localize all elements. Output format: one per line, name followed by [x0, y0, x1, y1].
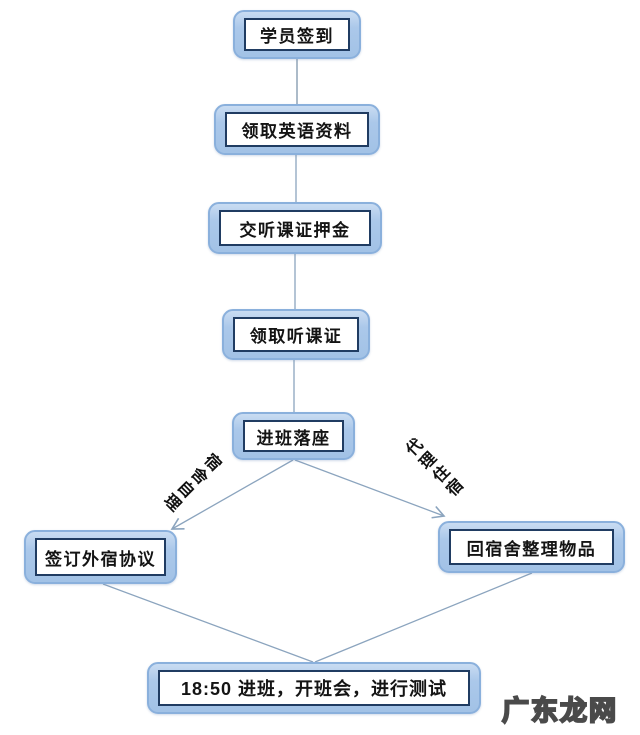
flow-node-enter-class-take-seat-label: 进班落座	[243, 420, 344, 452]
flow-node-sign-in: 学员签到	[233, 10, 361, 59]
flow-node-get-lecture-card: 领取听课证	[222, 309, 370, 360]
flow-node-sign-offsite-agreement: 签订外宿协议	[24, 530, 177, 584]
watermark-text: 广东龙网	[501, 695, 618, 727]
flow-node-sign-offsite-agreement-label: 签订外宿协议	[35, 538, 166, 576]
flow-node-tidy-dorm-items-label: 回宿舍整理物品	[449, 529, 614, 565]
flow-node-enter-class-take-seat: 进班落座	[232, 412, 355, 460]
flow-node-pay-lecture-card-deposit-label: 交听课证押金	[219, 210, 371, 246]
flow-node-get-lecture-card-label: 领取听课证	[233, 317, 359, 352]
flow-node-pay-lecture-card-deposit: 交听课证押金	[208, 202, 382, 254]
flow-node-sign-in-label: 学员签到	[244, 18, 350, 51]
flow-node-get-english-materials-label: 领取英语资料	[225, 112, 369, 147]
flow-node-final-step-label: 18:50 进班，开班会，进行测试	[158, 670, 470, 706]
flow-node-get-english-materials: 领取英语资料	[214, 104, 380, 155]
flow-node-final-step: 18:50 进班，开班会，进行测试	[147, 662, 481, 714]
flow-node-tidy-dorm-items: 回宿舍整理物品	[438, 521, 625, 573]
